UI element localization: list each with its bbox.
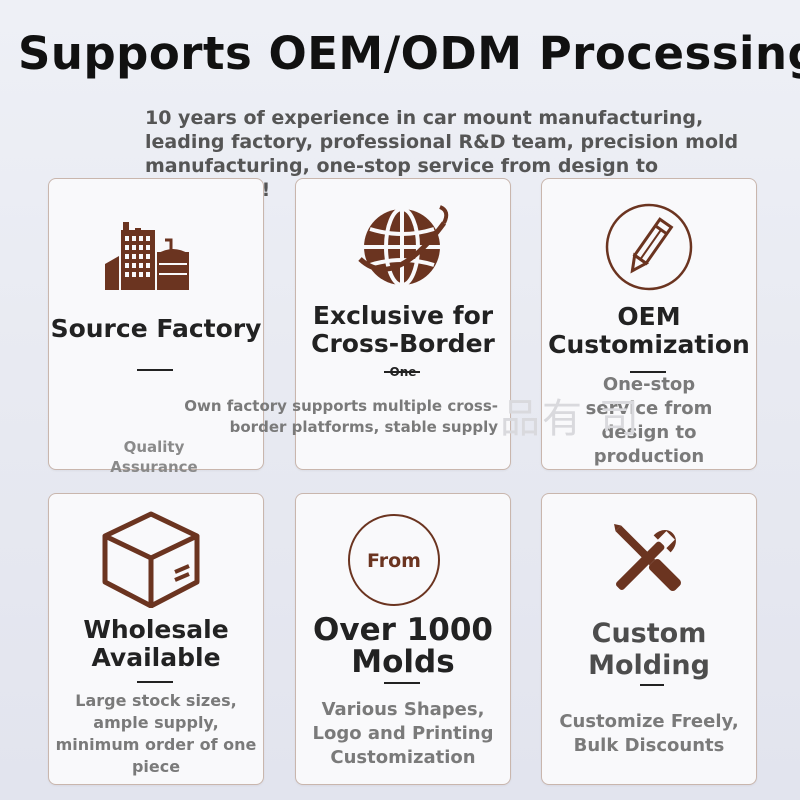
card-title: OEM Customization: [548, 302, 750, 359]
card-sub: Quality Assurance: [110, 438, 198, 476]
card-title: Custom Molding: [588, 618, 710, 681]
title-divider: [640, 684, 664, 686]
feature-card-source-factory: Source Factory Quality Assurance: [48, 178, 264, 476]
card-description: Large stock sizes, ample supply, minimum…: [55, 691, 257, 776]
card-description: Various Shapes, Logo and Printing Custom…: [312, 699, 494, 768]
watermark: 品有 司: [500, 396, 641, 442]
factory-icon: [105, 222, 189, 290]
globe-icon: [358, 205, 449, 287]
badge-text: From: [367, 550, 421, 572]
pencil-icon: [605, 203, 693, 291]
feature-card-custom-molding: Custom Molding Customize Freely, Bulk Di…: [541, 493, 757, 785]
feature-card-cross-border: Exclusive for Cross-Border One: [295, 178, 511, 470]
box-icon: [102, 511, 200, 608]
card-title: Source Factory: [50, 314, 262, 343]
card-title: Wholesale Available: [83, 615, 229, 672]
title-divider: [137, 369, 173, 371]
card-title: Over 1000 Molds: [313, 612, 493, 680]
card-title: Exclusive for Cross-Border: [311, 301, 495, 358]
title-divider: [630, 371, 666, 373]
circle-badge-icon: [348, 514, 440, 606]
card-description: One-stop service from design to producti…: [585, 374, 713, 467]
title-divider: [137, 681, 173, 683]
page-title: Supports OEM/ODM Processing: [18, 27, 800, 80]
feature-card-wholesale: Wholesale Available Large stock sizes, a…: [48, 493, 264, 785]
feature-card-molds: From Over 1000 Molds Various Shapes, Log…: [295, 493, 511, 785]
card-description: Own factory supports multiple cross-bord…: [184, 397, 498, 436]
card-description: Customize Freely, Bulk Discounts: [559, 711, 739, 756]
title-divider: [384, 682, 420, 684]
title-divider: [384, 371, 420, 373]
tools-icon: [614, 524, 681, 591]
feature-card-oem: OEM Customization One-stop service from …: [541, 178, 757, 470]
